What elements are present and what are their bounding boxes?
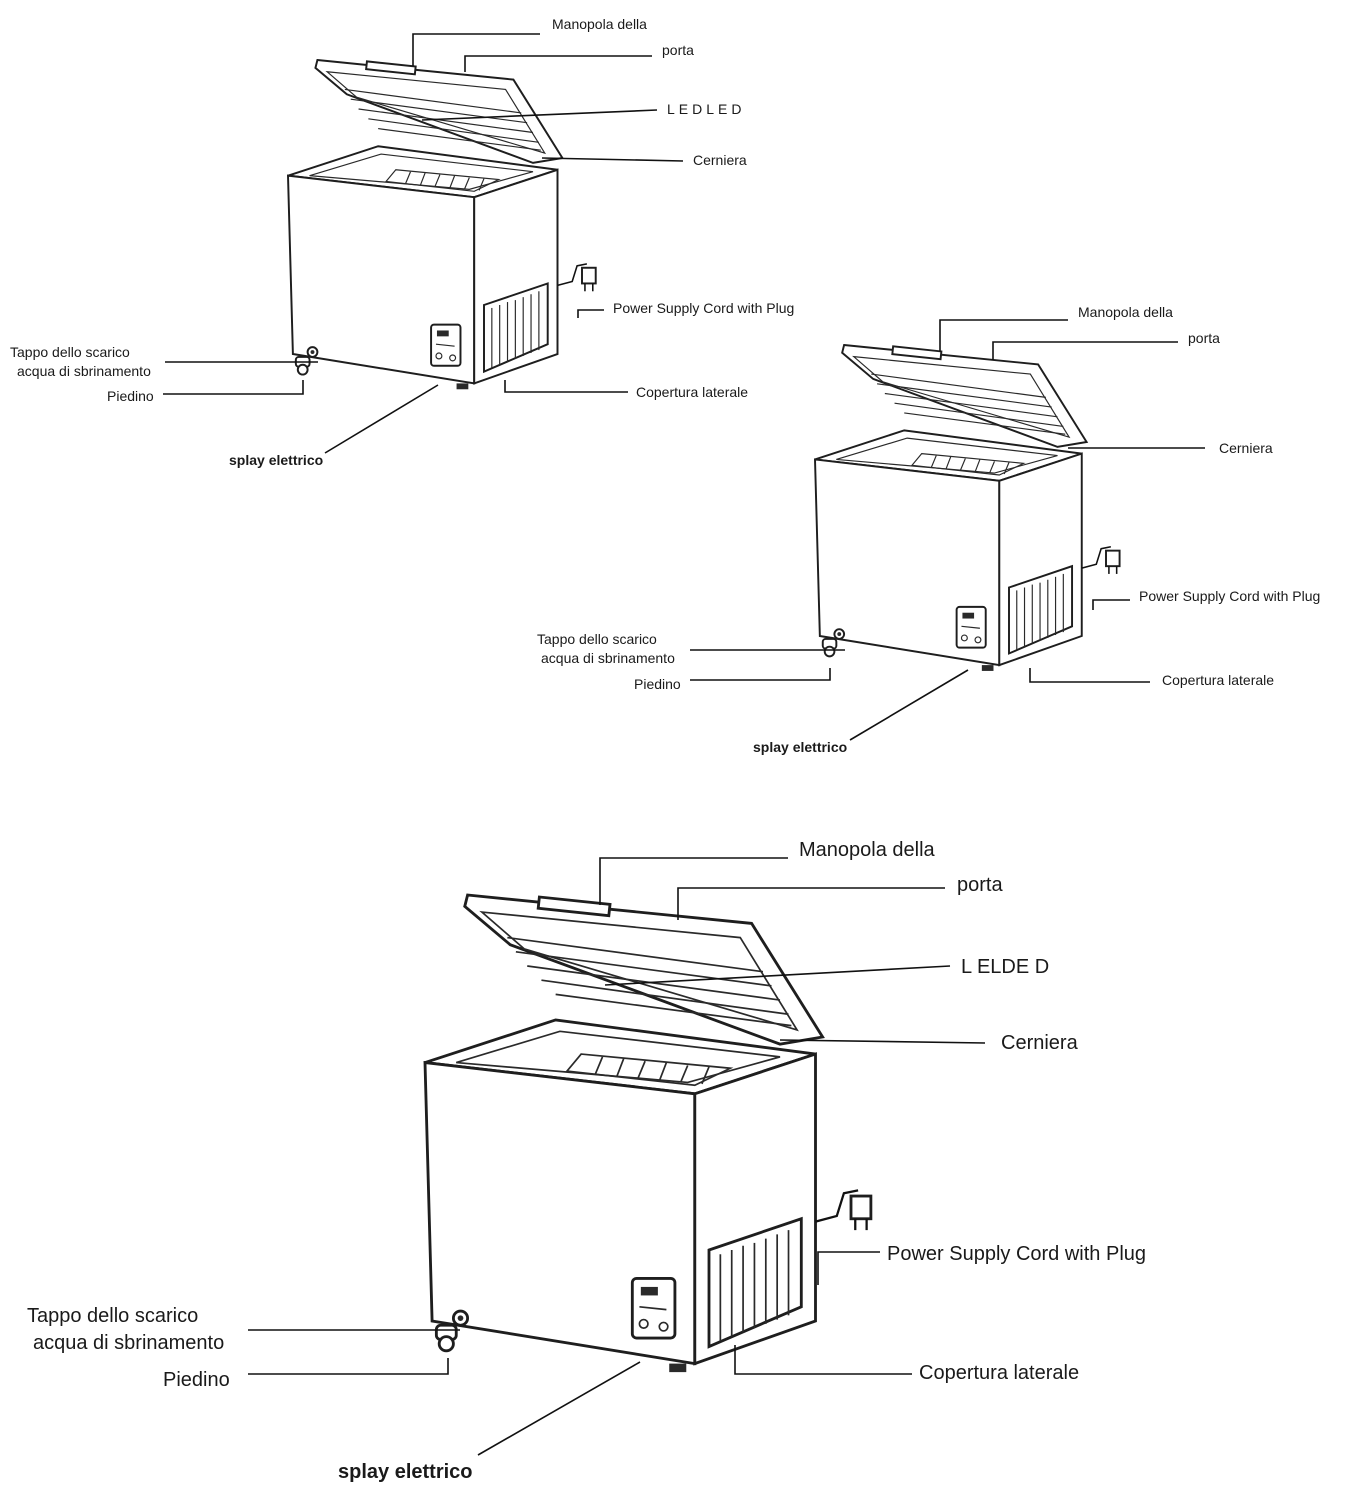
freezer-diagram-3: Manopola della porta L ELDE D Cerniera P… xyxy=(27,839,1146,1483)
label-handle-line1: Manopola della xyxy=(799,839,936,861)
label-drain-line1: Tappo dello scarico xyxy=(537,631,657,647)
label-hinge: Cerniera xyxy=(1001,1032,1079,1054)
label-display: splay elettrico xyxy=(229,452,323,468)
label-hinge: Cerniera xyxy=(693,152,747,168)
label-handle-line2: porta xyxy=(1188,330,1220,346)
label-display: splay elettrico xyxy=(753,739,847,755)
label-side-cover: Copertura laterale xyxy=(1162,672,1274,688)
label-power-cord: Power Supply Cord with Plug xyxy=(613,300,794,316)
chest-freezer-illustration xyxy=(423,893,873,1374)
leader-lines xyxy=(163,33,684,454)
label-drain-line2: acqua di sbrinamento xyxy=(33,1332,224,1354)
freezer-diagram-2: Manopola della porta Cerniera Power Supp… xyxy=(537,304,1320,755)
label-drain-line1: Tappo dello scarico xyxy=(10,344,130,360)
label-side-cover: Copertura laterale xyxy=(919,1362,1079,1384)
chest-freezer-illustration xyxy=(814,344,1121,672)
label-hinge: Cerniera xyxy=(1219,440,1273,456)
chest-freezer-illustration xyxy=(287,59,597,391)
label-handle-line2: porta xyxy=(957,874,1003,896)
label-side-cover: Copertura laterale xyxy=(636,384,748,400)
label-foot: Piedino xyxy=(107,388,154,404)
label-drain-line2: acqua di sbrinamento xyxy=(541,650,675,666)
leader-lines xyxy=(248,857,986,1456)
label-handle-line1: Manopola della xyxy=(552,16,647,32)
label-drain-line1: Tappo dello scarico xyxy=(27,1305,198,1327)
freezer-diagram-1: Manopola della porta LEDLED Cerniera Pow… xyxy=(10,16,794,468)
label-handle-line1: Manopola della xyxy=(1078,304,1173,320)
label-foot: Piedino xyxy=(163,1369,230,1391)
label-foot: Piedino xyxy=(634,676,681,692)
label-drain-line2: acqua di sbrinamento xyxy=(17,363,151,379)
label-power-cord: Power Supply Cord with Plug xyxy=(1139,588,1320,604)
leader-lines xyxy=(690,319,1205,741)
label-led: LEDLED xyxy=(667,101,745,117)
label-power-cord: Power Supply Cord with Plug xyxy=(887,1243,1146,1265)
label-display: splay elettrico xyxy=(338,1461,473,1483)
label-handle-line2: porta xyxy=(662,42,694,58)
label-led: L ELDE D xyxy=(961,956,1049,978)
